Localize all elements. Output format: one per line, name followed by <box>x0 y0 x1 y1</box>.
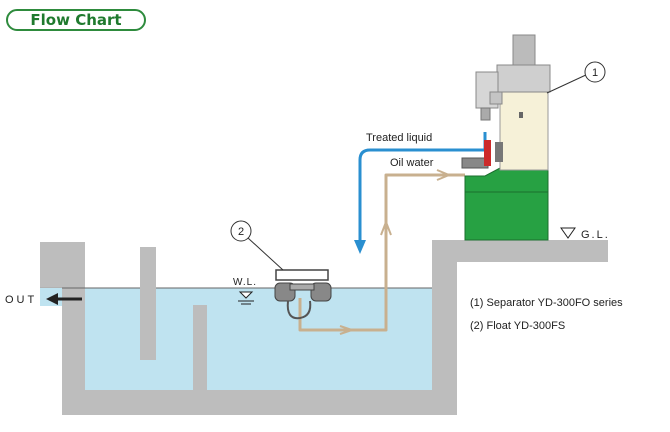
page-title: Flow Chart <box>30 11 122 29</box>
baffle-standing <box>193 305 207 390</box>
callout-separator-leader <box>546 73 589 94</box>
oil-flow-arrowhead <box>380 219 392 236</box>
out-label: OUT <box>5 294 37 306</box>
baffle-hanging <box>140 247 156 360</box>
water-level-label: W.L. <box>233 277 257 288</box>
oil-flow-arrowhead <box>339 325 356 335</box>
treated-flow-arrowhead <box>354 240 366 254</box>
oil-flow-arrowhead <box>436 169 452 181</box>
legend-item-separator: (1) Separator YD-300FO series <box>470 297 623 309</box>
callout-float-number: 2 <box>238 226 244 238</box>
callout-separator-circle <box>584 61 606 83</box>
concrete-tank <box>40 240 608 415</box>
ground-level-icon <box>560 227 576 239</box>
callout-float-leader <box>247 237 284 271</box>
out-arrow <box>46 293 82 305</box>
treated-liquid-label: Treated liquid <box>366 132 432 144</box>
treated-liquid-flow-line <box>358 132 487 245</box>
ground-level-label: G.L. <box>581 229 610 241</box>
water-level-icon <box>238 291 254 305</box>
water-body <box>85 288 432 390</box>
oil-water-label: Oil water <box>390 157 434 169</box>
oil-water-flow-line <box>298 173 465 332</box>
callout-float-circle <box>230 220 252 242</box>
legend-item-float: (2) Float YD-300FS <box>470 320 565 332</box>
separator-unit <box>461 34 551 241</box>
title-badge: Flow Chart <box>6 9 146 31</box>
callout-separator-number: 1 <box>592 67 598 79</box>
float-unit <box>274 269 332 320</box>
